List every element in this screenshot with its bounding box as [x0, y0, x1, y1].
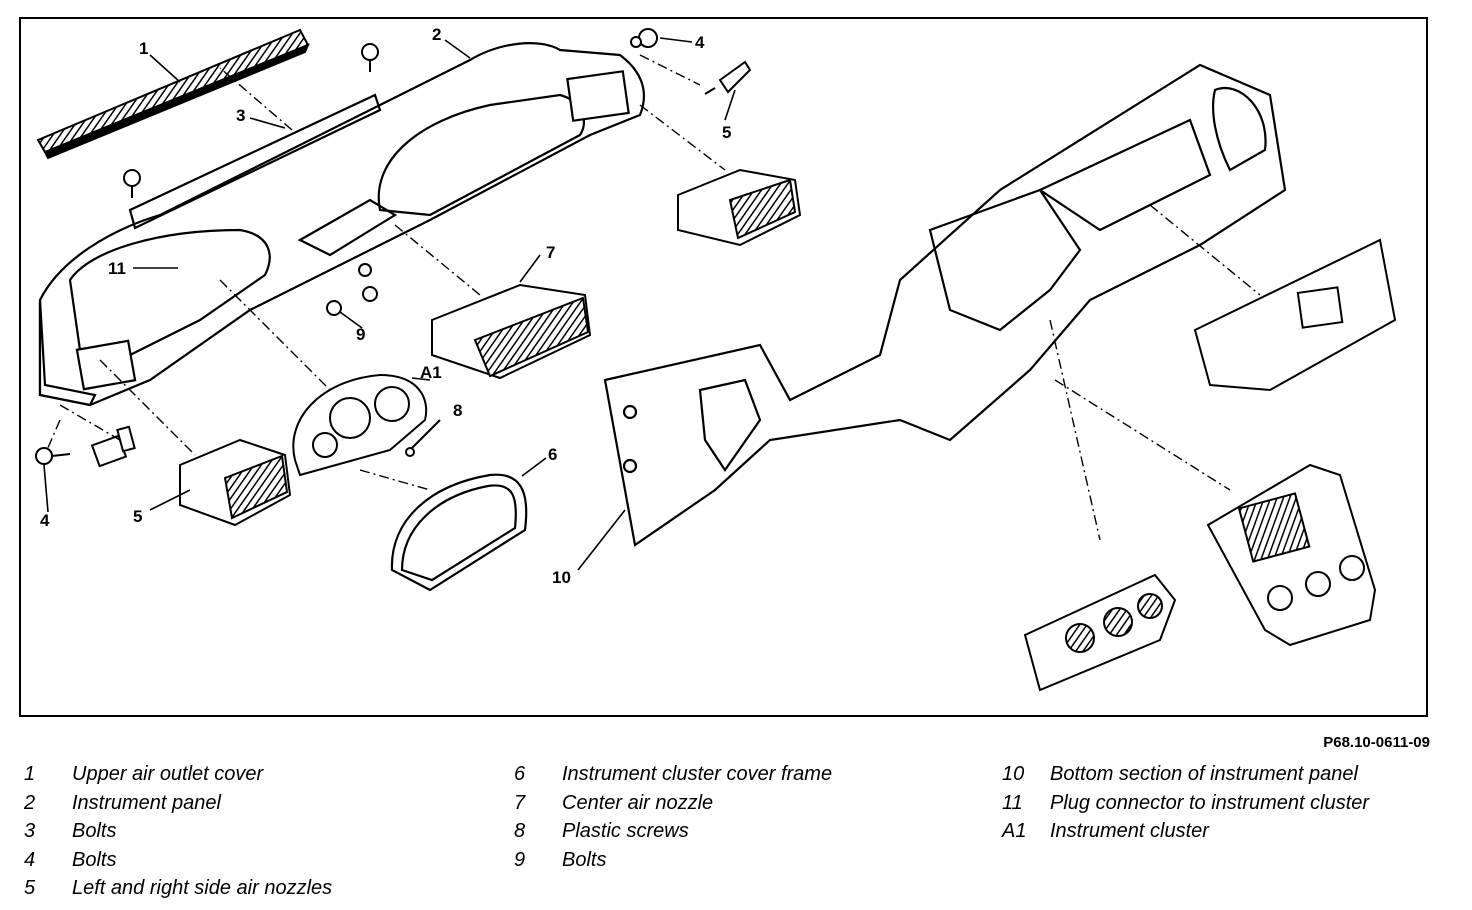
plastic-rivet — [704, 60, 752, 95]
legend-text: Instrument cluster cover frame — [562, 763, 833, 785]
callout-3: 3 — [236, 106, 245, 125]
side-air-nozzle-left — [179, 438, 292, 527]
callout-4-left: 4 — [40, 511, 50, 530]
callout-9: 9 — [356, 325, 365, 344]
legend-text: Plastic screws — [562, 820, 689, 842]
callout-labels: 1 2 3 4 4 5 5 6 7 8 9 10 11 A1 — [40, 25, 731, 587]
callout-A1: A1 — [420, 363, 442, 382]
legend-item: 3 Bolts — [24, 817, 332, 846]
legend-item: 7 Center air nozzle — [514, 789, 832, 818]
legend-item: 6 Instrument cluster cover frame — [514, 760, 832, 789]
bolts-9 — [326, 263, 378, 316]
legend-text: Bottom section of instrument panel — [1050, 763, 1358, 785]
legend-text: Upper air outlet cover — [72, 763, 264, 785]
legend-item: 9 Bolts — [514, 846, 832, 875]
legend-number: 9 — [514, 848, 526, 871]
plastic-screw-8 — [405, 419, 441, 457]
legend-column-3: 10 Bottom section of instrument panel 11 P… — [1002, 760, 1369, 846]
legend-item: A1 Instrument cluster — [1002, 817, 1369, 846]
legend-number: 3 — [24, 820, 36, 842]
callout-8: 8 — [453, 401, 462, 420]
assembly-lines — [46, 54, 1261, 541]
legend-column-1: 1 Upper air outlet cover 2 Instrument pane… — [24, 760, 332, 903]
legend-number: 7 — [514, 791, 526, 814]
legend-item: 1 Upper air outlet cover — [24, 760, 332, 789]
legend-number: 4 — [24, 848, 36, 871]
callout-11: 11 — [108, 259, 126, 278]
legend-number: A1 — [1002, 820, 1027, 842]
legend-number: 2 — [24, 791, 36, 814]
legend-item: 8 Plastic screws — [514, 817, 832, 846]
legend-number: 5 — [24, 877, 36, 899]
instrument-cluster-cover-frame — [390, 473, 528, 592]
callout-7: 7 — [546, 243, 555, 262]
legend-text: Bolts — [72, 848, 117, 871]
legend-text: Left and right side air nozzles — [72, 877, 333, 899]
instrument-cluster — [292, 373, 428, 477]
legend-item: 4 Bolts — [24, 846, 332, 875]
center-air-nozzle — [431, 283, 592, 380]
storage-compartment — [1193, 238, 1397, 392]
callout-1: 1 — [139, 39, 148, 58]
center-console-trim — [1206, 463, 1377, 647]
exploded-view-diagram: 1 2 3 4 4 5 5 6 7 8 9 10 11 A1 — [35, 25, 1397, 692]
legend-item: 2 Instrument panel — [24, 789, 332, 818]
legend-item: 10 Bottom section of instrument panel — [1002, 760, 1369, 789]
legend-item: 11 Plug connector to instrument cluster — [1002, 789, 1369, 818]
figure-code: P68.10-0611-09 — [1323, 734, 1430, 751]
bolt-4-top — [630, 28, 658, 48]
bottom-section-instrument-panel — [603, 63, 1287, 547]
legend-text: Instrument cluster — [1050, 820, 1209, 842]
legend-text: Plug connector to instrument cluster — [1050, 791, 1370, 814]
bolt-4-left — [35, 425, 136, 468]
legend-text: Bolts — [72, 820, 117, 842]
legend-text: Instrument panel — [72, 791, 221, 814]
callout-5-right: 5 — [722, 123, 731, 142]
legend-text: Bolts — [562, 848, 607, 871]
callout-5-left: 5 — [133, 507, 142, 526]
bolt-3-top — [123, 43, 379, 198]
callout-10: 10 — [552, 568, 571, 587]
climate-control-unit — [1023, 573, 1177, 692]
legend-item: 5 Left and right side air nozzles — [24, 874, 332, 903]
legend-number: 11 — [1002, 791, 1023, 814]
leader-lines — [43, 37, 736, 571]
callout-2: 2 — [432, 25, 441, 44]
callout-4-top: 4 — [695, 33, 705, 52]
instrument-panel — [38, 42, 645, 407]
legend-number: 8 — [514, 820, 526, 842]
legend-column-2: 6 Instrument cluster cover frame 7 Center … — [514, 760, 832, 874]
upper-air-outlet-cover — [36, 28, 310, 160]
legend-number: 1 — [24, 763, 36, 785]
figure-frame — [19, 17, 1428, 717]
callout-6: 6 — [548, 445, 557, 464]
legend-number: 10 — [1002, 763, 1025, 785]
legend-text: Center air nozzle — [562, 791, 714, 814]
side-air-nozzle-right — [677, 168, 802, 247]
legend-number: 6 — [514, 763, 526, 785]
